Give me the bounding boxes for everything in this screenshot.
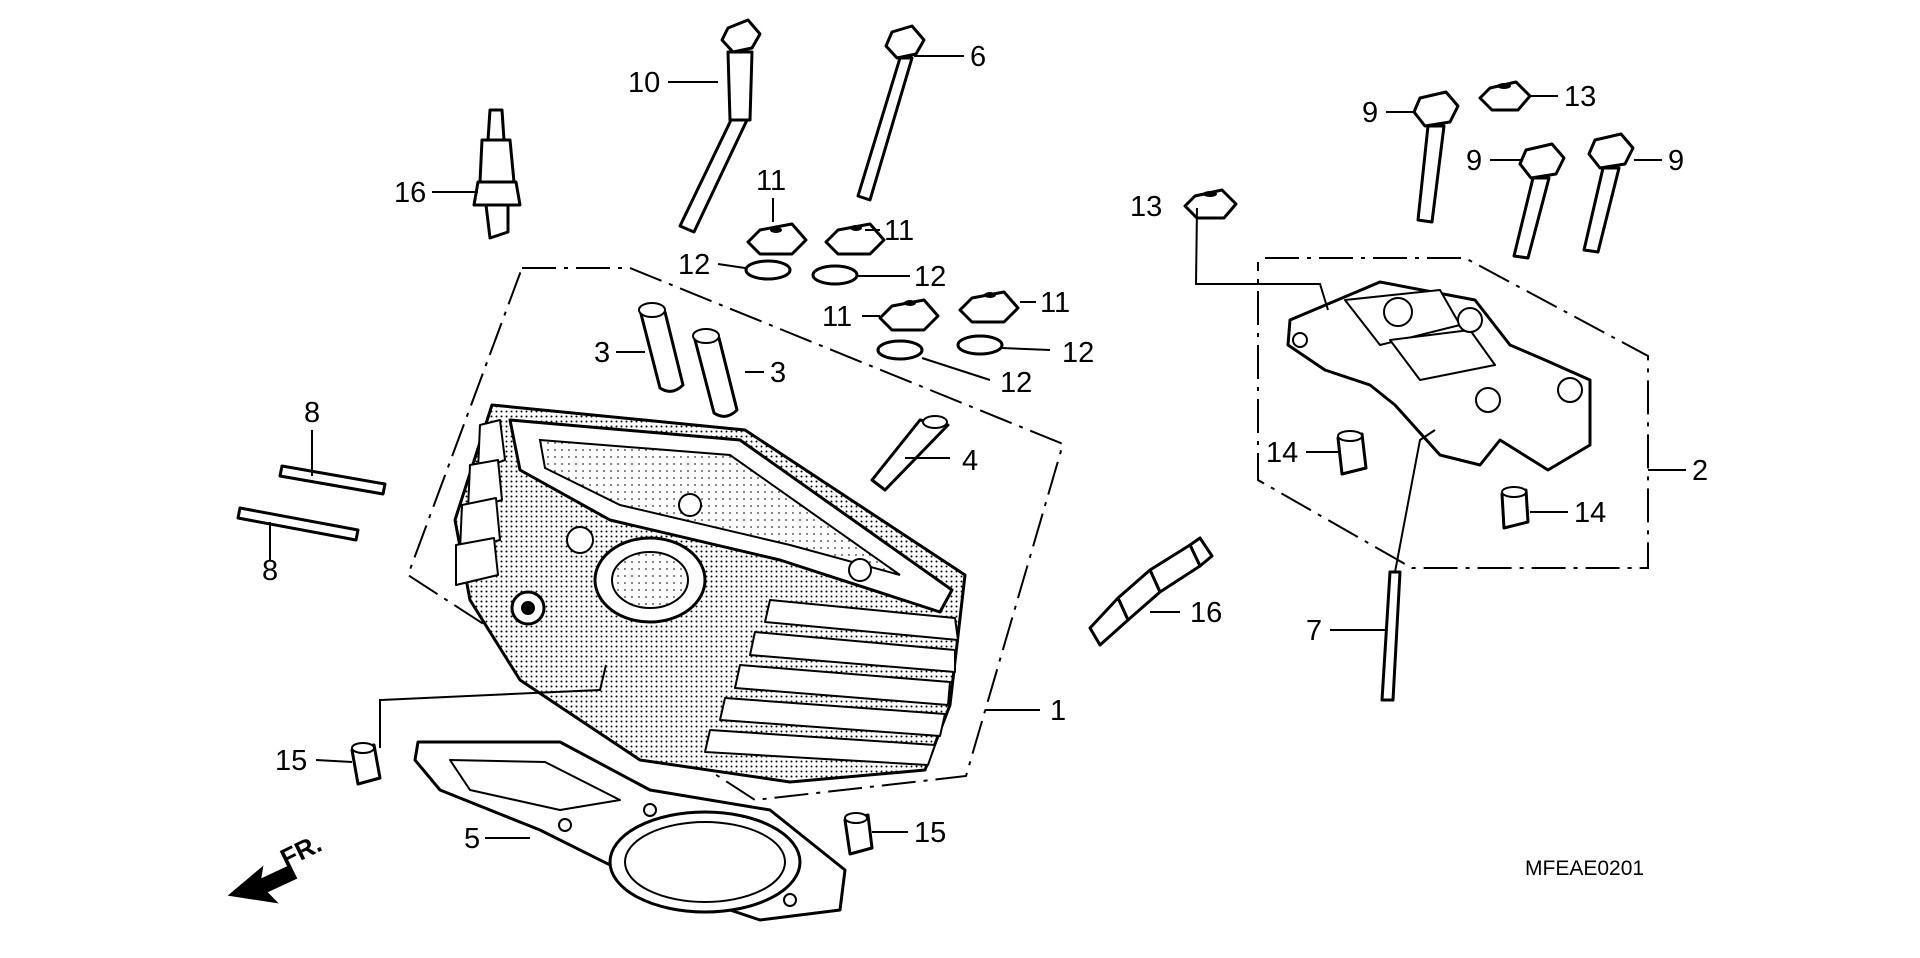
- dowel-15-a: [350, 742, 382, 786]
- callout-12: 12: [1000, 367, 1032, 399]
- callout-10: 10: [628, 67, 660, 99]
- leader-lines: [269, 55, 1686, 839]
- callout-3: 3: [594, 337, 610, 369]
- stud-bolt-4: [870, 415, 950, 492]
- washer-12-d: [956, 334, 1004, 356]
- dowel-15-b: [843, 812, 874, 856]
- stud-8-a: [278, 464, 387, 496]
- cooling-fins-left: [455, 419, 506, 586]
- callout-8: 8: [262, 555, 278, 587]
- stud-7: [1380, 570, 1402, 702]
- callout-14: 14: [1266, 437, 1298, 469]
- washer-12-b: [811, 264, 859, 286]
- nut-13-b: [1183, 188, 1238, 220]
- spark-plug-16-b: [1088, 536, 1214, 647]
- callout-9: 9: [1362, 97, 1378, 129]
- callout-2: 2: [1692, 455, 1708, 487]
- callout-9: 9: [1668, 145, 1684, 177]
- nut-11-b: [824, 222, 886, 256]
- bolt-9-c: [1582, 132, 1635, 254]
- callout-12: 12: [914, 261, 946, 293]
- rocker-arm-holder: [1286, 280, 1592, 472]
- dowel-14-a: [1336, 430, 1368, 476]
- spark-plug-16-a: [472, 108, 522, 240]
- callout-9: 9: [1466, 145, 1482, 177]
- nut-11-c: [878, 298, 940, 332]
- callout-11: 11: [1040, 287, 1070, 319]
- cylinder-head: [453, 403, 967, 784]
- callout-13: 13: [1564, 81, 1596, 113]
- rocker-holder-group-outline: [1257, 257, 1649, 569]
- stud-8-b: [236, 506, 360, 542]
- callout-15: 15: [275, 745, 307, 777]
- callout-11: 11: [756, 165, 786, 197]
- front-direction-arrow: FR.: [227, 828, 326, 904]
- callout-5: 5: [464, 823, 480, 855]
- bolt-9-b: [1512, 142, 1566, 260]
- callout-14: 14: [1574, 497, 1606, 529]
- cylinder-head-group-outline: [406, 267, 1065, 802]
- callout-12: 12: [678, 249, 710, 281]
- callout-11: 11: [884, 215, 914, 247]
- nut-13-a: [1478, 80, 1532, 112]
- washer-12-a: [744, 259, 792, 281]
- callout-12: 12: [1062, 337, 1094, 369]
- callout-1: 1: [1050, 695, 1066, 727]
- callout-7: 7: [1306, 615, 1322, 647]
- nut-11-a: [746, 222, 808, 256]
- bolt-10: [678, 18, 762, 234]
- callout-16: 16: [1190, 597, 1222, 629]
- valve-guide-b: [692, 328, 739, 418]
- callout-16: 16: [394, 177, 426, 209]
- callout-4: 4: [962, 445, 978, 477]
- arrow-left-icon: [227, 864, 298, 904]
- washer-12-c: [876, 339, 924, 361]
- cooling-fins-right: [704, 599, 959, 766]
- valve-guide-a: [638, 302, 685, 393]
- callout-3: 3: [770, 357, 786, 389]
- callout-6: 6: [970, 41, 986, 73]
- callout-15: 15: [914, 817, 946, 849]
- drawing-code: MFEAE0201: [1525, 857, 1644, 880]
- dowel-14-b: [1500, 486, 1530, 530]
- nut-11-d: [958, 290, 1020, 324]
- cylinder-gasket: [413, 740, 847, 922]
- callout-labels: 10 6 16 11 11 12 12 11 11 12 12 3 3 4 8 …: [262, 41, 1708, 855]
- bolt-9-a: [1412, 90, 1460, 224]
- cylinder-head-top-face: [538, 438, 901, 576]
- callout-11: 11: [822, 301, 852, 333]
- callout-8: 8: [304, 397, 320, 429]
- direction-label: FR.: [275, 828, 326, 873]
- callout-13: 13: [1130, 191, 1162, 223]
- bolt-6: [856, 24, 926, 202]
